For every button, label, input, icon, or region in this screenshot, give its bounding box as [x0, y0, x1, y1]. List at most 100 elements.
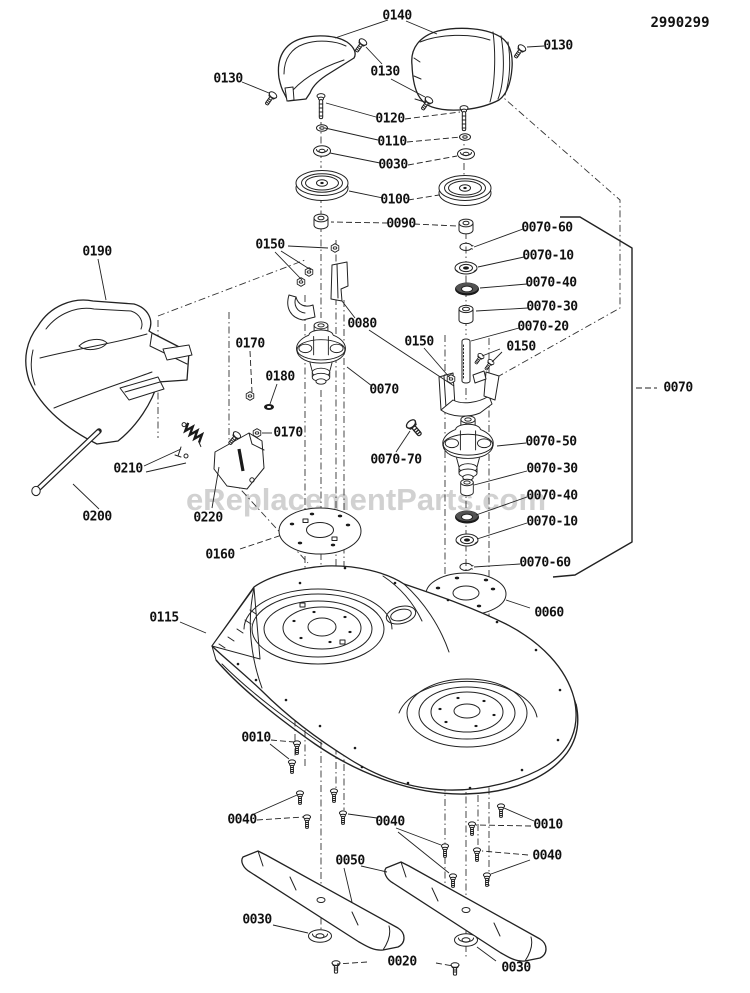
nut-icon: [245, 391, 255, 401]
part-label-0070-70: 0070-70: [370, 452, 422, 468]
screw-icon: [292, 740, 302, 755]
bolt-icon: [316, 93, 326, 120]
screw-icon: [472, 847, 482, 862]
washer-icon: [308, 929, 332, 943]
part-label-0020: 0020: [387, 954, 417, 970]
blade-right: [384, 861, 547, 962]
spindle-assembly-left: [296, 321, 346, 385]
part-label-0150-1: 0150: [255, 237, 285, 253]
cup-washer-icon: [313, 145, 331, 157]
part-label-0070-spindle: 0070: [369, 382, 399, 398]
part-label-0115: 0115: [149, 610, 179, 626]
cup-washer-icon: [457, 148, 475, 160]
part-label-0030-left: 0030: [242, 912, 272, 928]
part-label-0010-1: 0010: [241, 730, 271, 746]
screw-icon: [511, 42, 528, 61]
bracket-fasteners: [245, 391, 274, 438]
part-label-0070-40-lower: 0070-40: [526, 488, 578, 504]
idler-bracket-0220: [213, 429, 265, 490]
part-label-0070-group: 0070: [663, 380, 693, 396]
hub-spacer: [458, 218, 474, 235]
part-label-0030-top: 0030: [378, 157, 408, 173]
spindle-assembly-right: [442, 415, 494, 481]
part-label-0070-10-upper: 0070-10: [522, 248, 574, 264]
screw-icon: [482, 872, 492, 887]
part-label-0090: 0090: [386, 216, 416, 232]
support-rod: [31, 428, 102, 497]
spacer-icon: [458, 304, 474, 325]
snap-ring-icon: [459, 242, 474, 251]
part-label-0190: 0190: [82, 244, 112, 260]
screw-icon: [329, 788, 339, 803]
washer-icon: [455, 533, 479, 547]
washer-icon: [459, 133, 471, 141]
belt-cover-right: [411, 27, 513, 111]
part-label-0040-1: 0040: [227, 812, 257, 828]
part-label-0070-50: 0070-50: [525, 434, 577, 450]
screw-icon: [287, 759, 297, 774]
screw-icon: [472, 351, 486, 366]
pulley-right: [438, 175, 492, 206]
discharge-chute: [25, 299, 193, 445]
part-label-0200: 0200: [82, 509, 112, 525]
part-label-0160: 0160: [205, 547, 235, 563]
part-label-0170-2: 0170: [273, 425, 303, 441]
document-number: 2990299: [650, 15, 710, 31]
bolt-icon: [331, 960, 341, 974]
leader-lines: [72, 19, 657, 967]
part-label-0040-3: 0040: [532, 848, 562, 864]
bolt-icon: [450, 962, 460, 976]
part-label-0120: 0120: [375, 111, 405, 127]
part-label-0030-right: 0030: [501, 960, 531, 976]
part-label-0220: 0220: [193, 510, 223, 526]
screw-icon: [496, 803, 506, 818]
spindle-bracket-right: [438, 351, 500, 417]
part-label-0180: 0180: [265, 369, 295, 385]
spacer-icon: [460, 478, 474, 497]
screw-icon: [448, 873, 458, 888]
bolt-icon: [404, 417, 425, 440]
pulley-left: [295, 170, 349, 201]
blade-left: [241, 850, 405, 951]
part-label-0010-2: 0010: [533, 817, 563, 833]
part-label-0070-30-lower: 0070-30: [526, 461, 578, 477]
screw-icon: [467, 821, 477, 836]
group-bracket-0070: [552, 216, 633, 578]
part-label-0150-2: 0150: [404, 334, 434, 350]
nut-icon: [252, 428, 262, 438]
part-label-0080: 0080: [347, 316, 377, 332]
reinforcement-plate-0160: [278, 507, 362, 555]
part-label-0040-2: 0040: [375, 814, 405, 830]
part-label-0050: 0050: [335, 853, 365, 869]
screw-icon: [440, 843, 450, 858]
washer-icon: [454, 261, 478, 275]
snap-ring-icon: [459, 562, 474, 571]
screw-icon: [302, 814, 312, 829]
screw-icon: [262, 89, 279, 108]
part-label-0130-1: 0130: [213, 71, 243, 87]
part-label-0060: 0060: [534, 605, 564, 621]
part-label-0070-20: 0070-20: [517, 319, 569, 335]
part-label-0170-1: 0170: [235, 336, 265, 352]
part-label-0100: 0100: [380, 192, 410, 208]
screw-icon: [338, 810, 348, 825]
part-label-0210: 0210: [113, 461, 143, 477]
part-label-0140: 0140: [382, 8, 412, 24]
part-label-0070-60-lower: 0070-60: [519, 555, 571, 571]
part-label-0110: 0110: [377, 134, 407, 150]
screw-icon: [295, 790, 305, 805]
spring: [174, 422, 205, 459]
bearing-icon: [454, 282, 480, 296]
part-label-0130-3: 0130: [543, 38, 573, 54]
spindle-hardware-upper: [454, 242, 480, 384]
spindle-hardware-lower: [454, 478, 480, 571]
part-label-0150-3: 0150: [506, 339, 536, 355]
washer-icon: [454, 933, 478, 947]
part-label-0070-60-upper: 0070-60: [521, 220, 573, 236]
belt-cover-left: [277, 35, 356, 102]
part-label-0070-40-upper: 0070-40: [525, 275, 577, 291]
mower-deck: [211, 565, 579, 795]
nut-icon: [330, 243, 340, 253]
bolt-icon: [459, 105, 469, 132]
